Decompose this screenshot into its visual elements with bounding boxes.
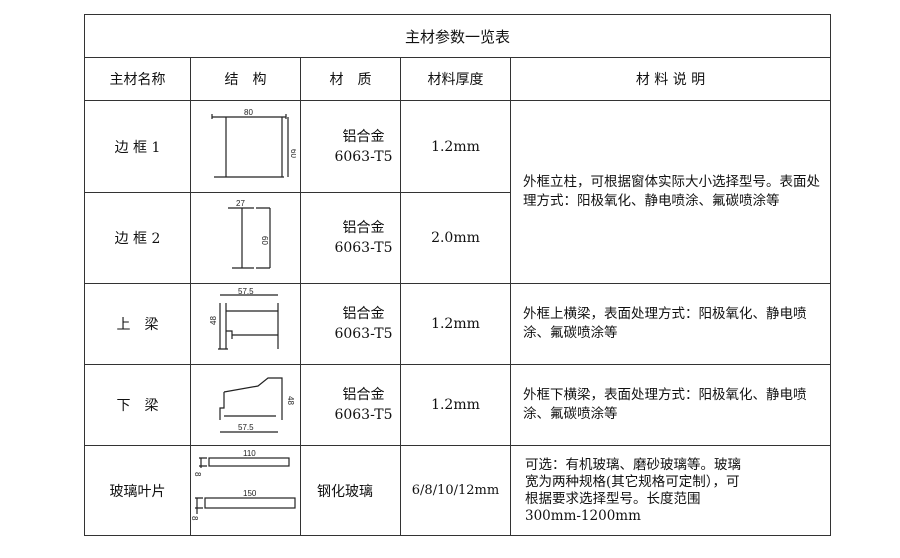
thickness: 1.2mm <box>400 283 511 365</box>
description-line: 300mm-1200mm <box>525 507 641 524</box>
material-grade: 6063-T5 <box>334 240 393 256</box>
description: 外框下横梁，表面处理方式：阳极氧化、静电喷涂、氟碳喷涂等 <box>510 364 831 446</box>
material-grade: 6063-T5 <box>334 326 393 342</box>
header-description: 材 料 说 明 <box>510 57 831 101</box>
dim-label: 8 <box>193 472 202 477</box>
material-grade: 6063-T5 <box>334 407 393 423</box>
description-line: 可选：有机玻璃、磨砂玻璃等。玻璃 <box>525 456 741 473</box>
description-line: 宽为两种规格(其它规格可定制），可 <box>525 473 740 490</box>
material-cell: 铝合金 6063-T5 <box>300 283 401 365</box>
dim-label: 8 <box>191 516 199 521</box>
description: 外框上横梁，表面处理方式：阳极氧化、静电喷涂、氟碳喷涂等 <box>510 283 831 365</box>
structure-drawing: 110 8 150 8 <box>190 445 301 536</box>
material-name: 铝合金 <box>342 387 385 403</box>
table-row: 玻璃叶片 110 8 150 8 钢化玻璃 6/8/10/12mm 可选：有机玻… <box>84 445 831 536</box>
material-name: 钢化玻璃 <box>317 483 373 500</box>
dim-label: 60 <box>289 149 296 158</box>
material-grade: 6063-T5 <box>334 148 393 165</box>
table-title: 主材参数一览表 <box>84 14 831 58</box>
dim-label: 60 <box>260 236 269 245</box>
row-name: 玻璃叶片 <box>84 445 191 536</box>
header-thickness: 材料厚度 <box>400 57 511 101</box>
thickness: 6/8/10/12mm <box>400 445 511 536</box>
thickness: 1.2mm <box>400 100 511 193</box>
material-name: 铝合金 <box>342 220 385 236</box>
dim-label: 48 <box>209 316 218 325</box>
dim-label: 57.5 <box>238 423 254 432</box>
material-cell: 铝合金 6063-T5 <box>300 364 401 446</box>
material-cell: 钢化玻璃 <box>300 445 401 536</box>
material-name: 铝合金 <box>342 128 385 145</box>
header-material: 材 质 <box>300 57 401 101</box>
material-parameter-table: 主材参数一览表 主材名称 结 构 材 质 材料厚度 材 料 说 明 边 框 1 … <box>84 14 831 536</box>
dim-label: 57.5 <box>238 287 254 296</box>
material-cell: 铝合金 6063-T5 <box>300 100 401 193</box>
structure-drawing: 57.5 48 <box>190 283 301 365</box>
structure-drawing: 27 60 <box>190 192 301 284</box>
dim-label: 48 <box>286 396 295 405</box>
material-cell: 铝合金 6063-T5 <box>300 192 401 284</box>
table-row: 上 梁 57.5 48 铝合金 6063-T5 1.2mm 外框上横梁，表面处理方… <box>84 283 831 365</box>
row-name: 边 框 1 <box>84 100 191 193</box>
header-row: 主材名称 结 构 材 质 材料厚度 材 料 说 明 <box>84 57 831 101</box>
table-row: 边 框 2 27 60 铝合金 6063-T5 2.0mm <box>84 192 831 284</box>
material-name: 铝合金 <box>342 306 385 322</box>
table-row: 下 梁 57.5 48 铝合金 6063-T5 1.2mm 外框下横梁，表面处理方… <box>84 364 831 446</box>
description: 可选：有机玻璃、磨砂玻璃等。玻璃 宽为两种规格(其它规格可定制），可 根据要求选… <box>510 445 831 536</box>
description: 外框立柱，可根据窗体实际大小选择型号。表面处理方式：阳极氧化、静电喷涂、氟碳喷涂… <box>510 100 831 284</box>
dim-label: 27 <box>236 199 245 208</box>
header-structure: 结 构 <box>190 57 301 101</box>
description-line: 根据要求选择型号。长度范围 <box>525 490 701 507</box>
thickness: 2.0mm <box>400 192 511 284</box>
dim-label: 150 <box>243 489 257 498</box>
header-name: 主材名称 <box>84 57 191 101</box>
dim-label: 110 <box>243 449 256 458</box>
table-row: 边 框 1 80 60 铝合金 6063-T5 1.2mm 外框立柱，可根据窗体实… <box>84 100 831 284</box>
row-name: 上 梁 <box>84 283 191 365</box>
structure-drawing: 80 60 <box>190 100 301 193</box>
thickness: 1.2mm <box>400 364 511 446</box>
row-name: 边 框 2 <box>84 192 191 284</box>
structure-drawing: 57.5 48 <box>190 364 301 446</box>
dim-label: 80 <box>244 108 253 117</box>
row-name: 下 梁 <box>84 364 191 446</box>
